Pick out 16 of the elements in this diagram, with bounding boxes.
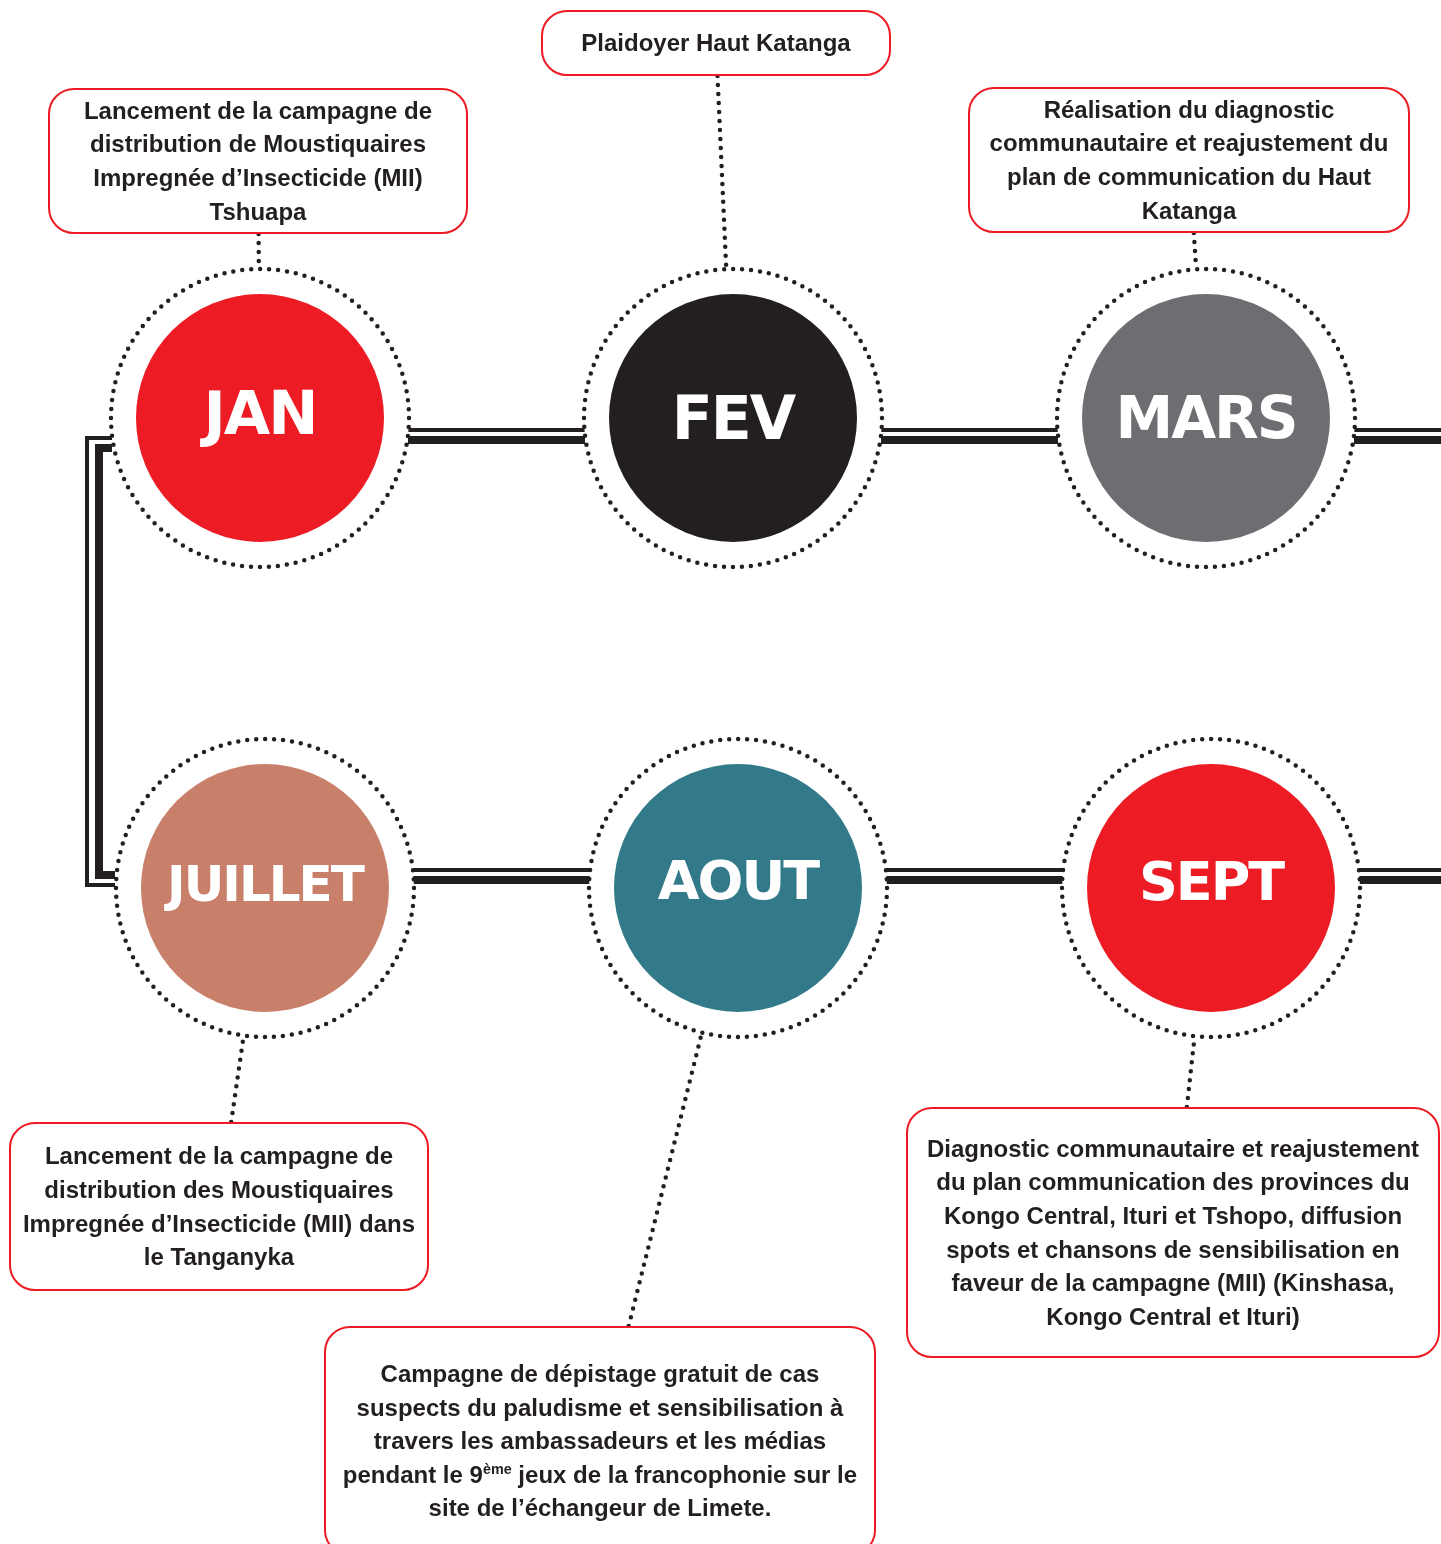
event-description: Lancement de la campagne de distribution des Moustiquaires Impregnée d’Insecticide (MII) dans le Tanganyka [21, 1141, 417, 1273]
month-label: MARS [1115, 384, 1297, 452]
event-callout [9, 1122, 429, 1291]
event-callout [906, 1107, 1440, 1358]
event-description: Plaidoyer Haut Katanga [581, 28, 851, 59]
event-callout [968, 87, 1410, 233]
month-label: FEV [671, 383, 795, 453]
event-description: Lancement de la campagne de distribution de Moustiquaires Impregnée d’Insecticide (MII) Tshuapa [82, 95, 434, 227]
event-description: Campagne de dépistage gratuit de cas suspects du paludisme et sensibilisation à travers les ambassadeurs et les médias pendant le 9$^{ème}$ jeux de la francophonie sur le site de l’échangeur de Limete. [341, 1359, 859, 1524]
event-callout [48, 88, 468, 234]
event-description: Réalisation du diagnostic communautaire et reajustement du plan de communication du Haut Katanga [988, 94, 1390, 226]
event-callout [541, 10, 891, 76]
month-label: AOUT [657, 848, 819, 912]
event-callout [324, 1326, 876, 1544]
event-description: Diagnostic communautaire et reajustement du plan communication des provinces du Kongo Central, Ituri et Tshopo, diffusion spots et chansons de sensibilisation en faveur de la campagne (MII) (Kinshasa, Kongo Central et Ituri) [925, 1133, 1421, 1332]
month-label: SEPT [1138, 849, 1284, 913]
